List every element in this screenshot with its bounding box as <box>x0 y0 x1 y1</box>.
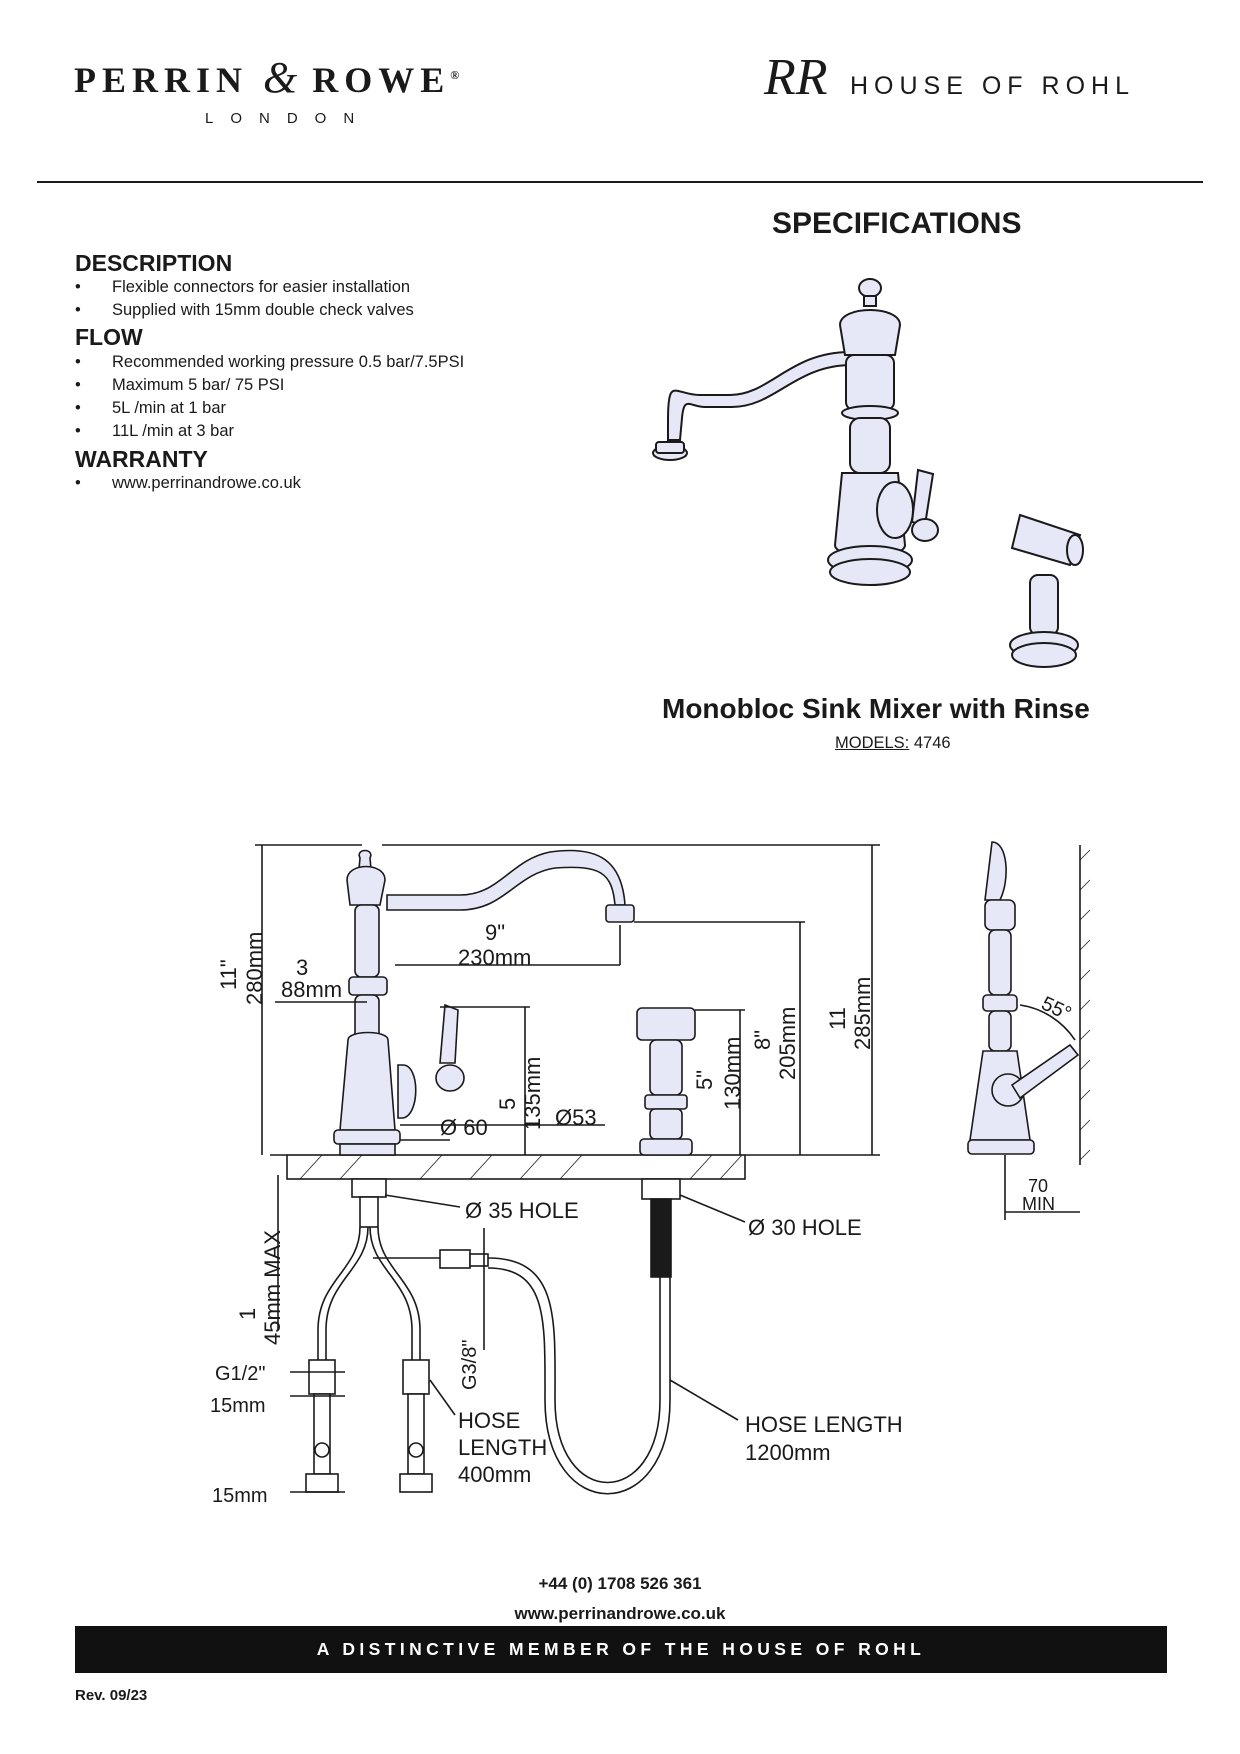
dim-handle-mm: 135mm <box>520 1057 545 1130</box>
flow-list: Recommended working pressure 0.5 bar/7.5… <box>75 351 464 443</box>
house-of-rohl-monogram: RR <box>764 49 828 106</box>
dim-hose2-mm: 1200mm <box>745 1440 831 1465</box>
specifications-title: SPECIFICATIONS <box>772 207 1022 240</box>
dim-outlet-in: 8" <box>750 1030 775 1050</box>
dim-height-in: 11" <box>216 959 241 990</box>
flow-item: Maximum 5 bar/ 75 PSI <box>75 374 464 397</box>
perrin-rowe-logo: PERRIN & ROWE® <box>74 52 459 103</box>
warranty-link[interactable]: www.perrinandrowe.co.uk <box>75 472 301 495</box>
flow-heading: FLOW <box>75 324 143 350</box>
dim-rinse-dia: Ø53 <box>555 1105 597 1130</box>
description-list: Flexible connectors for easier installat… <box>75 276 414 322</box>
brand-right: ROWE <box>312 60 451 100</box>
dim-hose1-mm: 400mm <box>458 1462 531 1487</box>
dim-spout-mm: 230mm <box>458 945 531 970</box>
dim-hose2: HOSE LENGTH <box>745 1412 903 1437</box>
dim-rinse-mm: 130mm <box>720 1037 745 1110</box>
dim-body-mm: 88mm <box>281 977 342 1002</box>
dim-total-in: 11 <box>825 1007 850 1030</box>
dim-outlet-mm: 205mm <box>775 1007 800 1080</box>
dim-rinse-in: 5" <box>692 1070 717 1090</box>
flow-item: 5L /min at 1 bar <box>75 397 464 420</box>
dim-max-mm: 45mm MAX <box>260 1230 285 1345</box>
house-of-rohl-logo: HOUSE OF ROHL <box>850 72 1135 100</box>
product-title: Monobloc Sink Mixer with Rinse <box>662 693 1090 724</box>
dim-hose1-length: LENGTH <box>458 1435 547 1460</box>
models-value: 4746 <box>913 734 951 752</box>
dim-handle-in: 5 <box>495 1098 520 1110</box>
registered-mark: ® <box>450 68 460 82</box>
dim-spout-in: 9" <box>485 920 505 945</box>
models-label: MODELS: <box>835 734 910 752</box>
website-link[interactable]: www.perrinandrowe.co.uk <box>514 1604 726 1623</box>
dim-min-label: MIN <box>1022 1194 1055 1214</box>
dim-angle: 55° <box>1038 993 1075 1026</box>
revision-label: Rev. 09/23 <box>75 1687 148 1704</box>
brand-ampersand: & <box>263 53 298 102</box>
description-heading: DESCRIPTION <box>75 250 233 276</box>
description-item: Flexible connectors for easier installat… <box>75 276 414 299</box>
dim-max-in: 1 <box>235 1308 260 1320</box>
dim-height-mm: 280mm <box>242 932 267 1005</box>
flow-item: 11L /min at 3 bar <box>75 420 464 443</box>
dim-body-in: 3 <box>296 955 308 980</box>
warranty-heading: WARRANTY <box>75 446 208 472</box>
brand-subtitle: LONDON <box>205 110 372 127</box>
dim-hole-30: Ø 30 HOLE <box>748 1215 862 1240</box>
models-line: MODELS: 4746 <box>835 734 951 753</box>
brand-left: PERRIN <box>74 60 249 100</box>
warranty-list: www.perrinandrowe.co.uk <box>75 472 301 495</box>
tagline-band: A DISTINCTIVE MEMBER OF THE HOUSE OF ROH… <box>75 1626 1167 1673</box>
dim-g38: G3/8" <box>459 1340 481 1390</box>
product-render <box>652 278 1084 668</box>
dim-min-value: 70 <box>1028 1176 1048 1196</box>
dim-15mm-b: 15mm <box>212 1485 268 1507</box>
dim-g12: G1/2" <box>215 1363 265 1385</box>
description-item: Supplied with 15mm double check valves <box>75 299 414 322</box>
dim-total-mm: 285mm <box>850 977 875 1050</box>
dim-15mm-a: 15mm <box>210 1395 266 1417</box>
dim-hose1: HOSE <box>458 1408 520 1433</box>
dim-base-dia: Ø 60 <box>440 1115 488 1140</box>
dim-hole-35: Ø 35 HOLE <box>465 1198 579 1223</box>
flow-item: Recommended working pressure 0.5 bar/7.5… <box>75 351 464 374</box>
header-divider <box>37 181 1203 183</box>
phone-number[interactable]: +44 (0) 1708 526 361 <box>538 1574 702 1593</box>
